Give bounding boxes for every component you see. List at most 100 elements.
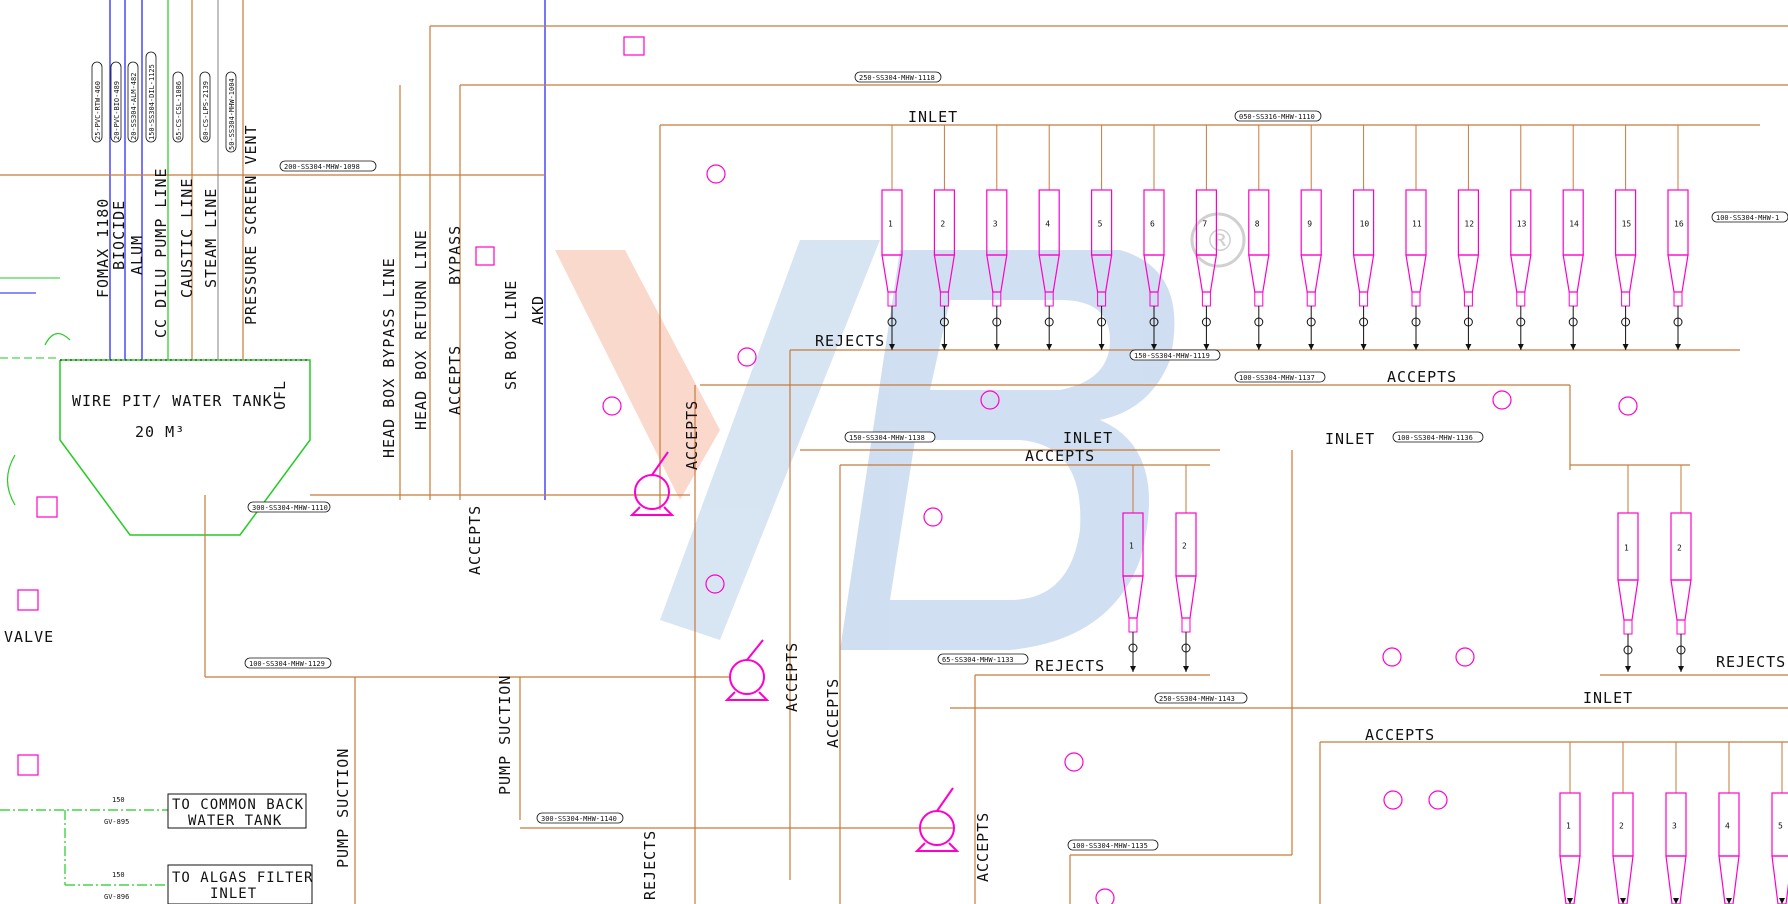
cleaner-unit: 4 (1038, 125, 1060, 350)
instrument-icon (1064, 752, 1084, 772)
instrument-box-icon (475, 246, 495, 266)
flow-labels: INLET REJECTS ACCEPTS INLET ACCEPTS INLE… (334, 108, 1785, 900)
cleaner-unit: 2 (1612, 742, 1634, 904)
valve-size-1: 150 (112, 796, 125, 804)
tag-t12: 100-SS304-MHW-1129 (249, 660, 325, 668)
label-inlet-top: INLET (908, 108, 958, 126)
cleaner-unit: 1 (881, 125, 903, 350)
label-rejects-top: REJECTS (815, 332, 885, 350)
vertical-line-tags: 25-PVC-RTW-460 20-PVC-BIO-489 20-SS304-A… (91, 51, 237, 153)
tag-t4: 100-SS304-MHW-1137 (1239, 374, 1315, 382)
label-srbox: SR BOX LINE (502, 280, 520, 390)
tag-t5: 150-SS304-MHW-1138 (849, 434, 925, 442)
cleaner-number: 3 (993, 220, 998, 229)
cleaner-number: 2 (1619, 822, 1624, 831)
cleaner-number: 1 (1624, 544, 1629, 553)
pump-icon (724, 639, 770, 701)
bypass-labels: HEAD BOX BYPASS LINE HEAD BOX RETURN LIN… (380, 225, 547, 458)
tag-t8: 250-SS304-MHW-1143 (1159, 695, 1235, 703)
instrument-box-icon (36, 496, 58, 518)
cleaner-number: 10 (1360, 220, 1370, 229)
cleaner-unit: 1 (1122, 465, 1144, 672)
label-ccdilu: CC DILU PUMP LINE (152, 167, 170, 338)
pipe-line-tags: 200-SS304-MHW-1098 250-SS304-MHW-1118 05… (244, 71, 1788, 851)
tag-psvent: 50-SS304-MHW-1004 (228, 78, 236, 150)
box-common-back-line1: TO COMMON BACK (172, 797, 304, 813)
tag-t10: 300-SS304-MHW-1140 (541, 815, 617, 823)
cleaner-number: 5 (1778, 822, 1783, 831)
vertical-line-labels: FOMAX 1180 BIOCIDE ALUM CC DILU PUMP LIN… (94, 124, 260, 338)
cleaner-number: 4 (1045, 220, 1050, 229)
tag-ccdilu: 150-SS304-DIL-1125 (148, 64, 156, 140)
cleaner-unit: 5 (1090, 125, 1113, 350)
tag-caustic: 65-CS-CSL-1086 (175, 81, 183, 140)
cleaner-number: 11 (1412, 220, 1422, 229)
label-pump-suction-2: PUMP SUCTION (334, 748, 352, 868)
cleaner-number: 7 (1202, 220, 1207, 229)
cleaner-unit: 4 (1718, 742, 1740, 904)
cleaner-unit: 1 (1559, 742, 1581, 904)
pump-icon (629, 451, 675, 516)
cleaner-unit: 9 (1300, 125, 1322, 350)
label-accepts-v4: ACCEPTS (824, 678, 842, 748)
pump-icon (914, 787, 960, 852)
cleaner-unit: 10 (1352, 125, 1375, 350)
tag-t13: 100-SS304-MHW-1 (1716, 214, 1779, 222)
label-inlet-bottom: INLET (1583, 689, 1633, 707)
cleaner-number: 6 (1150, 220, 1155, 229)
watermark-text: ® (1205, 224, 1235, 259)
tank-volume: 20 M³ (135, 423, 185, 441)
tag-steam: 80-CS-LPS-2139 (202, 81, 210, 140)
instrument-icon (1492, 390, 1512, 410)
label-accepts-v3: ACCEPTS (783, 642, 801, 712)
label-accepts-v1: ACCEPTS (683, 400, 701, 470)
label-psvent: PRESSURE SCREEN VENT (242, 124, 260, 325)
cleaner-number: 2 (1182, 542, 1187, 551)
box-algas-line1: TO ALGAS FILTER (172, 870, 313, 886)
cleaner-number: 12 (1464, 220, 1474, 229)
cleaner-unit: 14 (1562, 125, 1584, 350)
tag-t6: 100-SS304-MHW-1136 (1397, 434, 1473, 442)
cleaner-number: 13 (1517, 220, 1527, 229)
label-hb-bypass: HEAD BOX BYPASS LINE (380, 257, 398, 458)
tag-t1: 250-SS304-MHW-1118 (859, 74, 935, 82)
cleaner-number: 2 (1677, 544, 1682, 553)
valve-tag-gv895: GV-895 (104, 818, 129, 826)
cleaner-number: 1 (1566, 822, 1571, 831)
instrument-icon (980, 390, 1000, 410)
label-rejects-v: REJECTS (641, 830, 659, 900)
left-valve-label: VALVE (4, 628, 54, 646)
instrument-icon (737, 347, 757, 367)
chemical-lines (0, 0, 546, 500)
instrument-box-icon (623, 36, 645, 56)
label-biocide: BIOCIDE (110, 200, 128, 270)
cleaner-number: 8 (1255, 220, 1260, 229)
cleaner-unit: 15 (1614, 125, 1637, 350)
cleaner-unit: 1 (1617, 465, 1639, 672)
label-bypass: BYPASS (446, 225, 464, 285)
instrument-icon (602, 396, 622, 416)
label-accepts-v2: ACCEPTS (466, 505, 484, 575)
tag-t9: 100-SS304-MHW-1135 (1072, 842, 1148, 850)
label-steam: STEAM LINE (202, 188, 220, 288)
cleaner-number: 1 (888, 220, 893, 229)
cleaner-number: 1 (1129, 542, 1134, 551)
label-hb-return: HEAD BOX RETURN LINE (412, 229, 430, 430)
instrument-icon (1095, 888, 1115, 904)
cleaner-unit: 13 (1510, 125, 1532, 350)
cleaner-unit: 2 (1175, 465, 1197, 672)
instrument-box-icon (17, 754, 39, 776)
cleaner-unit: 16 (1667, 125, 1689, 350)
tag-biocide: 20-PVC-BIO-489 (113, 81, 121, 140)
tag-t7: 65-SS304-MHW-1133 (942, 656, 1014, 664)
label-accepts-b: ACCEPTS (446, 345, 464, 415)
tag-t11: 300-SS304-MHW-1110 (252, 504, 328, 512)
pumps (629, 451, 960, 852)
label-accepts-mid2: ACCEPTS (1025, 447, 1095, 465)
wire-pit-tank: WIRE PIT/ WATER TANK 20 M³ OFL (0, 277, 311, 536)
label-inlet-right: INLET (1325, 430, 1375, 448)
